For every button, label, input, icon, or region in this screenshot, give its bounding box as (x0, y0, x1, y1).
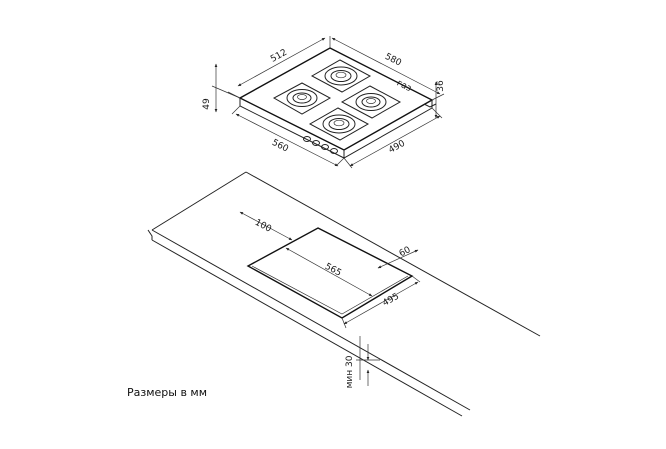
dim-495: 495 (381, 292, 401, 309)
units-caption: Размеры в мм (127, 386, 208, 399)
burner-right (340, 85, 402, 119)
dim-min-30: мин 30 (345, 355, 355, 388)
worktop-drawing: 100 60 565 495 мин 30 (147, 171, 541, 417)
dim-100: 100 (253, 218, 273, 235)
dim-60: 60 (398, 245, 413, 259)
hob-drawing: 512 580 газ 36 49 560 490 (202, 36, 446, 169)
worktop-left-end (147, 229, 153, 240)
dim-565: 565 (323, 262, 343, 279)
dim-36: 36 (436, 80, 446, 92)
gas-label: газ (395, 78, 413, 94)
hob-top-plate (238, 47, 434, 151)
worktop-front-top (151, 229, 471, 411)
burner-left (272, 82, 332, 115)
dim-512: 512 (269, 48, 289, 65)
burner-front (308, 107, 370, 141)
worktop-back-edge (245, 171, 541, 337)
burner-back (310, 59, 372, 93)
gas-inlet (423, 103, 437, 108)
dim-490: 490 (387, 139, 407, 156)
dim-49: 49 (202, 98, 212, 110)
worktop-front-bottom (151, 239, 463, 417)
